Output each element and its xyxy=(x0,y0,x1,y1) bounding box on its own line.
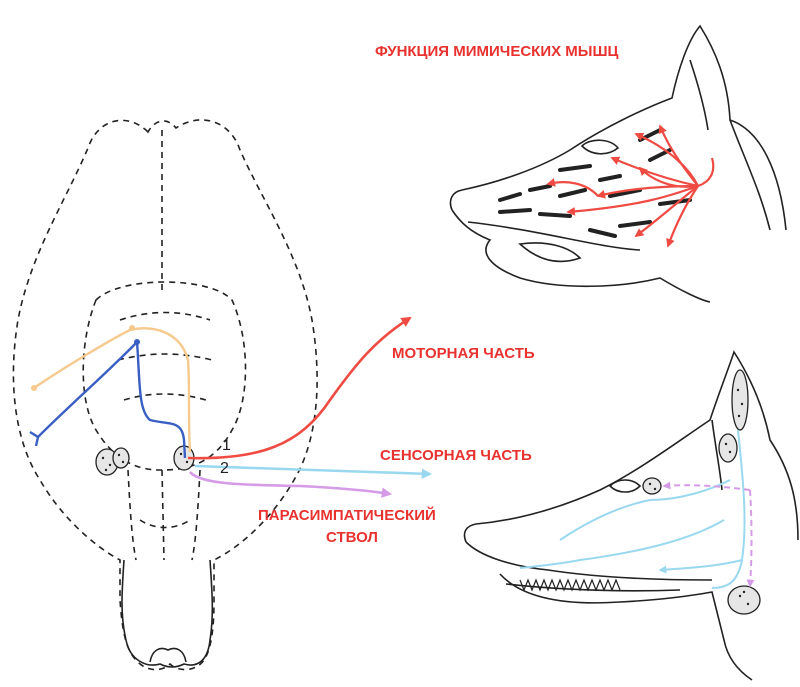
facial-muscles-label: ФУНКЦИЯ МИМИЧЕСКИХ МЫШЦ xyxy=(375,43,619,60)
marker-2: 2 xyxy=(220,460,229,477)
facial-muscle-branches xyxy=(546,124,715,248)
blue-tract-node xyxy=(134,339,140,345)
parasympathetic-label-line2: СТВОЛ xyxy=(326,529,378,546)
blue-tract-line xyxy=(37,339,187,459)
orange-tract-node xyxy=(31,385,37,391)
orange-tract-line xyxy=(33,327,192,453)
orange-tract-node-top xyxy=(129,325,135,331)
dog-head-glands-icon xyxy=(463,350,799,681)
parasympathetic-label-line1: ПАРАСИМПАТИЧЕСКИЙ xyxy=(258,507,436,524)
sensory-part-label: СЕНСОРНАЯ ЧАСТЬ xyxy=(380,447,532,464)
marker-1: 1 xyxy=(222,437,231,454)
dog-head-muscles-icon xyxy=(449,24,787,303)
sensory-nerve-path xyxy=(194,464,433,479)
brain-outline-icon xyxy=(12,119,318,671)
parasympathetic-nerve-path xyxy=(189,471,393,498)
motor-nerve-path xyxy=(187,316,412,460)
blue-tract-fork xyxy=(29,430,40,447)
motor-part-label: МОТОРНАЯ ЧАСТЬ xyxy=(392,345,535,362)
gland-innervation-paths xyxy=(519,429,755,589)
